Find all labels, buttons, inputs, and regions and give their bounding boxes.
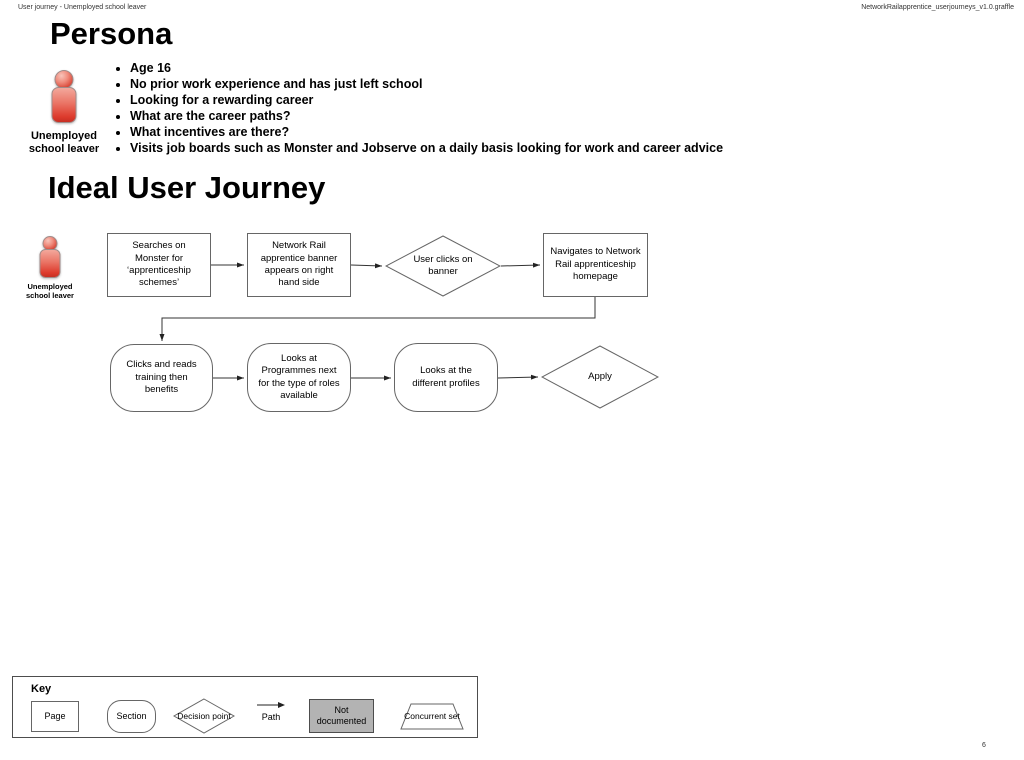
flow-arrow — [500, 262, 541, 268]
persona-heading: Persona — [50, 16, 173, 51]
key-concurrent-set-swatch: Concurrent set — [400, 703, 464, 730]
step-looks-profiles: Looks at the different profiles — [394, 343, 498, 412]
decision-user-clicks-banner: User clicks on banner — [385, 235, 501, 297]
persona-bullet: Visits job boards such as Monster and Jo… — [130, 140, 940, 156]
page-number: 6 — [982, 742, 986, 749]
key-path-label: Path — [261, 712, 281, 722]
flow-arrow — [497, 374, 539, 380]
document-title: User journey - Unemployed school leaver — [18, 4, 147, 11]
decision-apply: Apply — [541, 345, 659, 409]
key-not-documented-swatch: Not documented — [309, 699, 374, 733]
decision-label: User clicks on banner — [413, 253, 473, 277]
person-icon — [10, 234, 90, 280]
persona-bullet-list: Age 16 No prior work experience and has … — [130, 60, 940, 156]
diamond-shape — [385, 235, 501, 297]
step-banner-appears: Network Rail apprentice banner appears o… — [247, 233, 351, 297]
persona-bullet: What are the career paths? — [130, 108, 940, 124]
persona-actor: Unemployed school leaver — [19, 68, 109, 155]
persona-bullet: Age 16 — [130, 60, 940, 76]
person-icon-body — [39, 249, 61, 278]
step-looks-programmes: Looks at Programmes next for the type of… — [247, 343, 351, 412]
diamond-shape — [541, 345, 659, 409]
key-legend: Key Page Section Decision point Path Not… — [12, 676, 478, 738]
step-searches-monster: Searches on Monster for ‘apprenticeship … — [107, 233, 211, 297]
journey-actor: Unemployed school leaver — [10, 234, 90, 300]
key-decision-label: Decision point — [177, 710, 231, 721]
key-concurrent-label: Concurrent set — [404, 711, 460, 722]
trapezoid-shape — [400, 703, 464, 730]
person-icon — [19, 68, 109, 126]
journey-heading: Ideal User Journey — [48, 170, 326, 205]
decision-label: Apply — [588, 370, 612, 382]
key-decision-swatch: Decision point — [173, 698, 235, 734]
flow-arrow — [159, 297, 596, 341]
persona-bullet: Looking for a rewarding career — [130, 92, 940, 108]
key-page-swatch: Page — [31, 701, 79, 732]
key-section-swatch: Section — [107, 700, 156, 733]
persona-actor-label: Unemployed school leaver — [28, 130, 100, 155]
key-heading: Key — [31, 683, 52, 695]
step-clicks-reads-training: Clicks and reads training then benefits — [110, 344, 213, 412]
persona-bullet: No prior work experience and has just le… — [130, 76, 940, 92]
key-path-swatch: Path — [249, 701, 293, 733]
diamond-shape — [173, 698, 235, 734]
step-navigates-homepage: Navigates to Network Rail apprenticeship… — [543, 233, 648, 297]
path-arrow-icon — [257, 702, 285, 708]
document-filename: NetworkRailapprentice_userjourneys_v1.0.… — [861, 4, 1014, 11]
persona-bullet: What incentives are there? — [130, 124, 940, 140]
person-icon-body — [51, 87, 77, 123]
flow-arrow — [350, 263, 383, 269]
journey-actor-label: Unemployed school leaver — [26, 282, 74, 300]
